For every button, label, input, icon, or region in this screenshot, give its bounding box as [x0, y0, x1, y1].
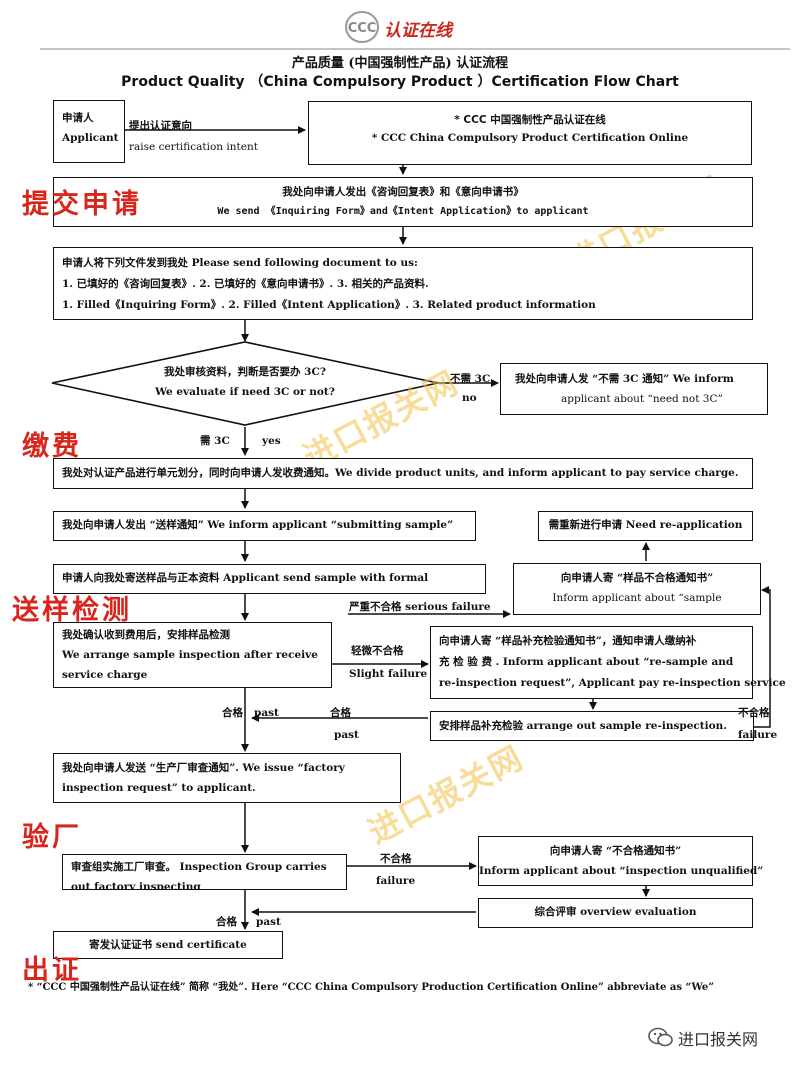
overview-box: 综合评审 overview evaluation: [478, 898, 753, 928]
sample-fail-line2: Inform applicant about “sample: [552, 592, 722, 604]
applicant-en: Applicant: [62, 132, 119, 144]
applicant-box: 申请人 Applicant: [53, 100, 125, 163]
documents-line2: 1. 已填好的《咨询回复表》. 2. 已填好的《意向申请书》. 3. 相关的产品…: [62, 278, 429, 290]
reapply-text: 需重新进行申请 Need re-application: [548, 519, 743, 531]
svg-text:CCC: CCC: [348, 21, 377, 36]
send-sample-text: 申请人向我处寄送样品与正本资料 Applicant send sample wi…: [62, 572, 429, 584]
overview-text: 综合评审 overview evaluation: [534, 906, 697, 918]
resample-line1: 向申请人寄 “样品补充检验通知书”，通知申请人缴纳补: [439, 635, 697, 647]
logo: CCC 认证在线: [344, 10, 468, 44]
intent-label-cn: 提出认证意向: [129, 120, 192, 132]
factory-notice-line1: 我处向申请人发送 “生产厂审查通知”. We issue “factory: [62, 762, 345, 774]
send-sample-box: 申请人向我处寄送样品与正本资料 Applicant send sample wi…: [53, 564, 486, 594]
decision-diamond: [51, 341, 439, 426]
no-label-en: no: [462, 392, 477, 404]
not-need-box: 我处向申请人发 “不需 3C 通知” We inform applicant a…: [500, 363, 768, 415]
send-forms-box: 我处向申请人发出《咨询回复表》和《意向申请书》 We send 《Inquiri…: [53, 177, 753, 227]
ccc-box: * CCC 中国强制性产品认证在线 * CCC China Compulsory…: [308, 101, 752, 165]
unqualified-line1: 向申请人寄 “不合格通知书”: [549, 845, 682, 857]
not-need-line2: applicant about “need not 3C”: [561, 393, 723, 405]
pass2-en: past: [334, 729, 359, 741]
ccc-en: * CCC China Compulsory Product Certifica…: [371, 132, 689, 144]
documents-line1: 申请人将下列文件发到我处 Please send following docum…: [62, 257, 418, 269]
reinspect-text: 安排样品补充检验 arrange out sample re-inspectio…: [439, 720, 727, 732]
certificate-box: 寄发认证证书 send certificate: [53, 931, 283, 959]
pass1-cn: 合格: [222, 707, 243, 719]
title-cn: 产品质量 (中国强制性产品) 认证流程: [291, 56, 509, 71]
arrange-line2: We arrange sample inspection after recei…: [62, 649, 318, 661]
fail2-en: failure: [376, 875, 416, 887]
send-forms-en: We send 《Inquiring Form》and《Intent Appli…: [217, 206, 589, 217]
factory-notice-line2: inspection request” to applicant.: [62, 782, 256, 794]
ccc-cn: * CCC 中国强制性产品认证在线: [454, 114, 606, 126]
reapply-box: 需重新进行申请 Need re-application: [538, 511, 753, 541]
brand-footer: 进口报关网: [648, 1022, 788, 1052]
not-need-line1: 我处向申请人发 “不需 3C 通知” We inform: [515, 373, 734, 385]
group-line1: 审查组实施工厂审查。 Inspection Group carries: [71, 861, 327, 873]
resample-line3: re-inspection request”, Applicant pay re…: [439, 677, 786, 689]
unqualified-box: 向申请人寄 “不合格通知书” Inform applicant about “i…: [478, 836, 764, 886]
factory-notice-box: 我处向申请人发送 “生产厂审查通知”. We issue “factory in…: [53, 753, 401, 803]
pass1-en: past: [254, 707, 279, 719]
pass2-cn: 合格: [330, 707, 351, 719]
documents-line3: 1. Filled《Inquiring Form》. 2. Filled《Int…: [62, 299, 596, 311]
certificate-text: 寄发认证证书 send certificate: [89, 939, 247, 951]
ccc-logo-icon: CCC: [345, 11, 379, 43]
reinspect-box: 安排样品补充检验 arrange out sample re-inspectio…: [430, 711, 754, 741]
stage-label-factory: 验厂: [22, 822, 82, 853]
arrange-box: 我处确认收到费用后，安排样品检测 We arrange sample inspe…: [53, 622, 332, 688]
charge-box: 我处对认证产品进行单元划分，同时向申请人发收费通知。We divide prod…: [53, 458, 753, 489]
stage-label-sample-test: 送样检测: [12, 595, 132, 626]
send-forms-cn: 我处向申请人发出《咨询回复表》和《意向申请书》: [282, 186, 524, 198]
sample-fail-line1: 向申请人寄 “样品不合格通知书”: [560, 572, 714, 584]
no-label-cn: 不需 3C: [450, 373, 491, 385]
serious-label: 严重不合格 serious failure: [349, 601, 491, 613]
sample-fail-box: 向申请人寄 “样品不合格通知书” Inform applicant about …: [513, 563, 761, 615]
applicant-cn: 申请人: [62, 112, 94, 124]
inspection-group-box: 审查组实施工厂审查。 Inspection Group carries out …: [62, 854, 347, 890]
documents-box: 申请人将下列文件发到我处 Please send following docum…: [53, 247, 753, 320]
stage-label-payment: 缴费: [22, 431, 82, 462]
unqualified-line2: Inform applicant about “inspection unqua…: [479, 865, 764, 877]
arrange-line1: 我处确认收到费用后，安排样品检测: [62, 629, 230, 641]
stage-label-submit: 提交申请: [22, 189, 142, 220]
pass3-cn: 合格: [216, 916, 237, 928]
slight-label-cn: 轻微不合格: [351, 645, 404, 657]
pass3-en: past: [256, 916, 281, 928]
yes-label-en: yes: [262, 435, 281, 447]
title-en: Product Quality （China Compulsory Produc…: [121, 74, 679, 90]
decision-en: We evaluate if need 3C or not?: [155, 386, 335, 398]
logo-text: 认证在线: [384, 21, 452, 41]
group-line2: out factory inspecting: [71, 881, 201, 890]
resample-box: 向申请人寄 “样品补充检验通知书”，通知申请人缴纳补 充 检 验 费 . Inf…: [430, 626, 786, 699]
sample-notice-text: 我处向申请人发出 “送样通知” We inform applicant “sub…: [62, 519, 454, 531]
decision-cn: 我处审核资料，判断是否要办 3C?: [164, 366, 326, 378]
arrange-line3: service charge: [62, 669, 148, 681]
yes-label-cn: 需 3C: [200, 435, 230, 447]
footnote: * “CCC 中国强制性产品认证在线” 简称 “我处”. Here “CCC C…: [28, 982, 715, 993]
stage-label-certificate: 出证: [22, 955, 82, 986]
slight-label-en: Slight failure: [349, 668, 428, 680]
sample-notice-box: 我处向申请人发出 “送样通知” We inform applicant “sub…: [53, 511, 476, 541]
fail1-cn: 不合格: [738, 707, 770, 719]
charge-text: 我处对认证产品进行单元划分，同时向申请人发收费通知。We divide prod…: [62, 467, 739, 479]
intent-label-en: raise certification intent: [129, 141, 258, 153]
resample-line2: 充 检 验 费 . Inform applicant about “re-sam…: [439, 656, 734, 668]
wechat-icon: [648, 1027, 673, 1047]
fail2-cn: 不合格: [380, 853, 412, 865]
brand-footer-text: 进口报关网: [678, 1030, 759, 1049]
fail1-en: failure: [738, 729, 778, 741]
